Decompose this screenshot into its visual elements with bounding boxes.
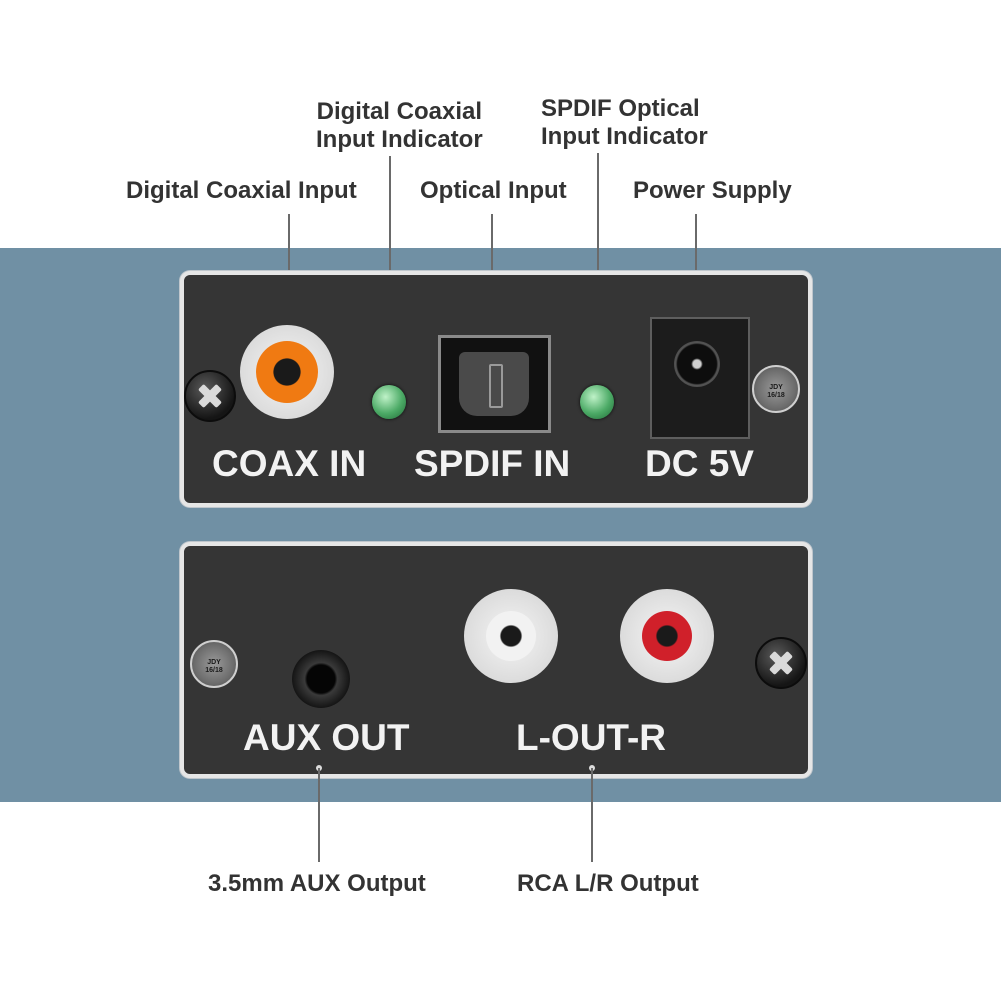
dc-power-jack <box>650 317 750 439</box>
callout-coaxial-indicator: Digital Coaxial Input Indicator <box>316 98 483 154</box>
leader-line-aux-output <box>318 768 320 862</box>
sticker-top-brand: JDY <box>769 384 783 391</box>
callout-aux-output: 3.5mm AUX Output <box>208 870 426 897</box>
rca-right-jack <box>620 589 714 683</box>
inspection-sticker-bottom: JDY 16/18 <box>190 640 238 688</box>
coax-in-jack <box>240 325 334 419</box>
leader-line-coax-indicator <box>389 156 391 370</box>
rca-left-jack <box>464 589 558 683</box>
callout-optical-input: Optical Input <box>420 177 567 204</box>
label-aux-out: AUX OUT <box>243 717 410 758</box>
rca-left-core <box>486 611 536 661</box>
sticker-top-date: 16/18 <box>767 392 785 399</box>
leader-line-spdif-indicator <box>597 153 599 369</box>
coax-orange-insulator <box>256 341 318 403</box>
screw-bottom-right-icon <box>755 637 807 689</box>
spdif-optical-jack <box>438 335 551 433</box>
coax-indicator-led <box>372 385 406 419</box>
label-spdif-in: SPDIF IN <box>414 443 571 484</box>
spdif-indicator-led <box>580 385 614 419</box>
callout-digital-coaxial-input: Digital Coaxial Input <box>126 177 357 204</box>
leader-line-power-supply <box>695 214 697 308</box>
callout-rca-output: RCA L/R Output <box>517 870 699 897</box>
optical-port-shape <box>459 352 529 416</box>
screw-top-left-icon <box>184 370 236 422</box>
callout-spdif-indicator-line1: SPDIF Optical <box>541 95 700 122</box>
callout-coaxial-indicator-line1: Digital Coaxial <box>316 98 483 125</box>
leader-line-rca-output <box>591 768 593 862</box>
optical-port-slot <box>489 364 503 408</box>
aux-out-jack <box>292 650 350 708</box>
leader-line-coax-input <box>288 214 290 310</box>
dc-jack-hole <box>674 341 720 387</box>
callout-spdif-indicator-line2: Input Indicator <box>541 123 708 150</box>
callout-spdif-indicator: SPDIF Optical Input Indicator <box>541 95 708 151</box>
label-l-out-r: L-OUT-R <box>516 717 667 758</box>
callout-power-supply: Power Supply <box>633 177 792 204</box>
leader-line-optical-input <box>491 214 493 312</box>
rca-right-core <box>642 611 692 661</box>
sticker-bottom-date: 16/18 <box>205 667 223 674</box>
callout-coaxial-indicator-line2: Input Indicator <box>316 126 483 153</box>
label-dc-5v: DC 5V <box>645 443 754 484</box>
label-coax-in: COAX IN <box>212 443 367 484</box>
sticker-bottom-brand: JDY <box>207 659 221 666</box>
inspection-sticker-top: JDY 16/18 <box>752 365 800 413</box>
